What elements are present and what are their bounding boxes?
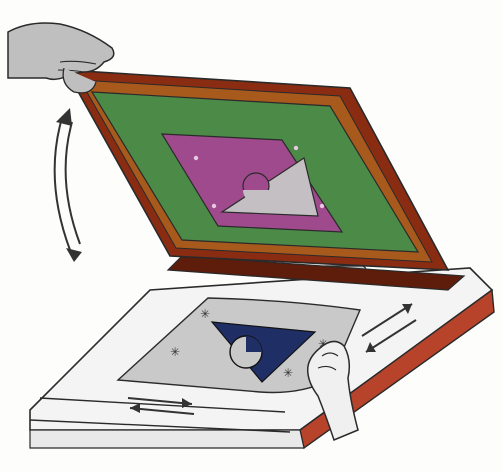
rotation-arc-inner: [66, 122, 80, 244]
stencil-dot-2: [294, 146, 298, 150]
hand-lifting-shape: [8, 23, 114, 79]
rotation-arrowhead-bottom: [66, 248, 82, 262]
screen-frame: [66, 70, 464, 290]
paper-mark-1: ✳: [200, 307, 210, 321]
stencil-dot-4: [320, 204, 324, 208]
base-front-edge: [30, 430, 304, 448]
paper-mark-2: ✳: [170, 345, 180, 359]
paper-mark-3: ✳: [283, 366, 293, 380]
rotation-arrowhead-top: [56, 108, 72, 126]
stencil-dot-3: [212, 204, 216, 208]
rotation-arrow-icon: [55, 108, 82, 262]
stencil-dot-1: [194, 156, 198, 160]
